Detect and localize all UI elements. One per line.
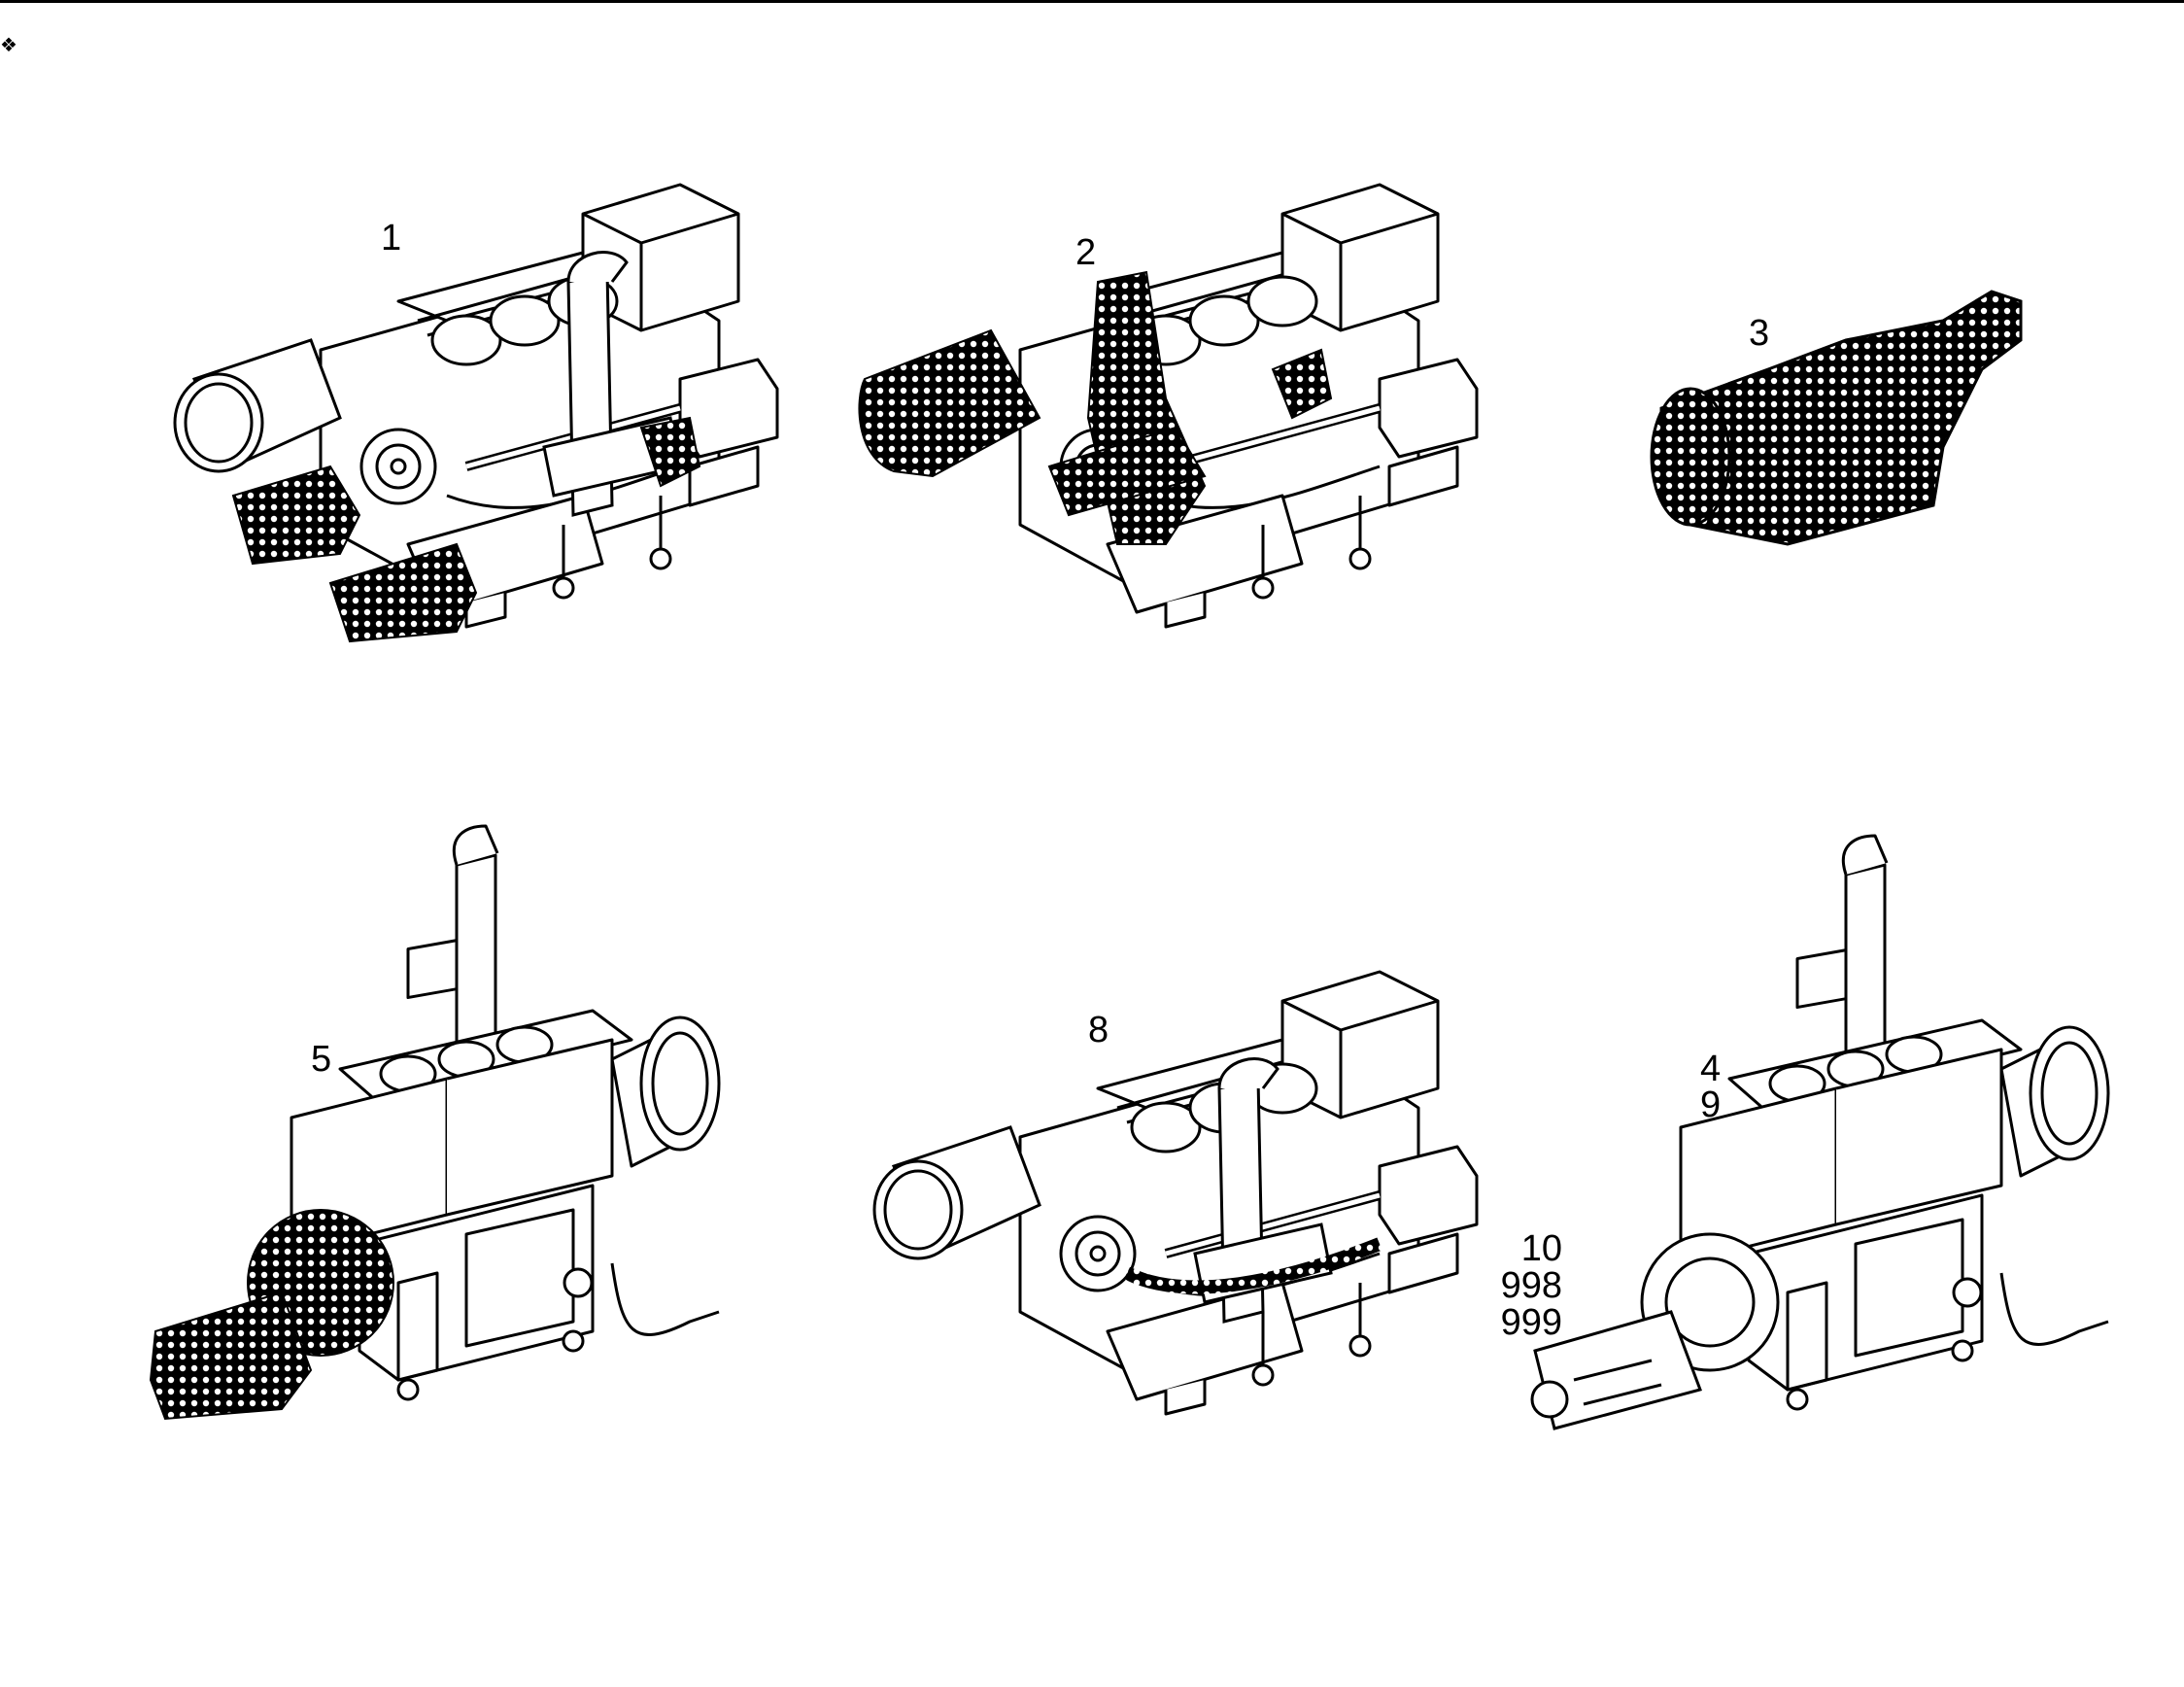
- view-label-5: 5: [311, 1039, 332, 1080]
- highlight-side-cover: [1271, 348, 1333, 420]
- engine-view-4-9: [1530, 834, 2110, 1430]
- engine-view-1: [173, 185, 777, 643]
- highlight-exhaust-arm: [1047, 426, 1207, 517]
- highlight-intake: [858, 328, 1041, 478]
- hydraulic-pump: [1530, 1232, 1780, 1430]
- highlight-wiring: [1123, 1237, 1382, 1294]
- top-border-line: [0, 0, 2184, 3]
- view-label-999: 999: [1500, 1302, 1562, 1343]
- highlight-starter: [149, 1291, 313, 1421]
- engine-view-2: [858, 185, 1477, 627]
- view-label-8: 8: [1088, 1010, 1109, 1050]
- engine-view-5: [149, 824, 721, 1421]
- view-label-2: 2: [1075, 232, 1097, 273]
- highlight-mount-right: [639, 416, 701, 488]
- view-label-4: 4: [1700, 1049, 1722, 1089]
- view-label-1: 1: [381, 218, 402, 258]
- view-label-998: 998: [1500, 1265, 1562, 1306]
- corner-mark-icon: ❖: [0, 35, 17, 56]
- engine-view-8: [872, 972, 1477, 1414]
- highlight-mount-front: [328, 542, 478, 643]
- view-label-3: 3: [1749, 313, 1770, 354]
- highlight-part-3: [1659, 290, 2023, 546]
- view-label-10: 10: [1520, 1228, 1562, 1269]
- engine-view-3: [1650, 290, 2023, 546]
- highlight-mount-left: [231, 465, 361, 566]
- view-label-9: 9: [1700, 1084, 1722, 1125]
